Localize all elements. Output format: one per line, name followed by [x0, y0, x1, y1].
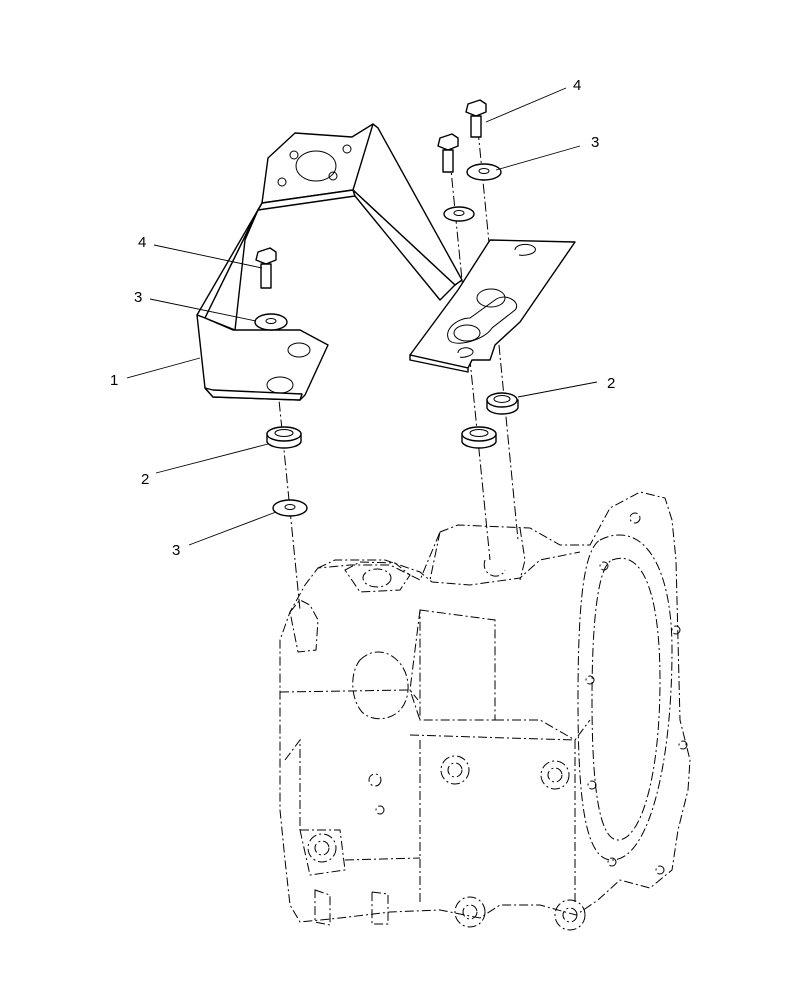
washer-part-3 — [466, 163, 502, 181]
bolt-part-4 — [255, 247, 277, 289]
callout-labels: 4 3 4 3 1 2 2 3 — [110, 77, 615, 559]
bracket-part-1 — [196, 123, 576, 401]
bolt-part-4 — [437, 133, 459, 173]
bolt-part-4 — [465, 99, 487, 138]
callout-label-3-left: 3 — [134, 289, 142, 306]
callout-label-2-left: 2 — [141, 471, 149, 488]
callout-label-4-left: 4 — [138, 234, 146, 251]
callout-label-3-bottom: 3 — [172, 542, 180, 559]
callout-label-1: 1 — [110, 372, 118, 389]
callout-label-4-top: 4 — [573, 77, 581, 94]
washer-part-3 — [272, 499, 308, 517]
washer-part-3 — [443, 206, 475, 222]
washer-part-3 — [254, 313, 288, 331]
callout-label-3-top: 3 — [591, 134, 599, 151]
isolator-part-2 — [486, 392, 519, 415]
isolator-part-2 — [266, 426, 302, 449]
callout-label-2-right: 2 — [607, 375, 615, 392]
callout-leaders — [126, 87, 598, 546]
isolator-part-2 — [461, 426, 497, 449]
transmission-housing-phantom — [279, 491, 691, 931]
